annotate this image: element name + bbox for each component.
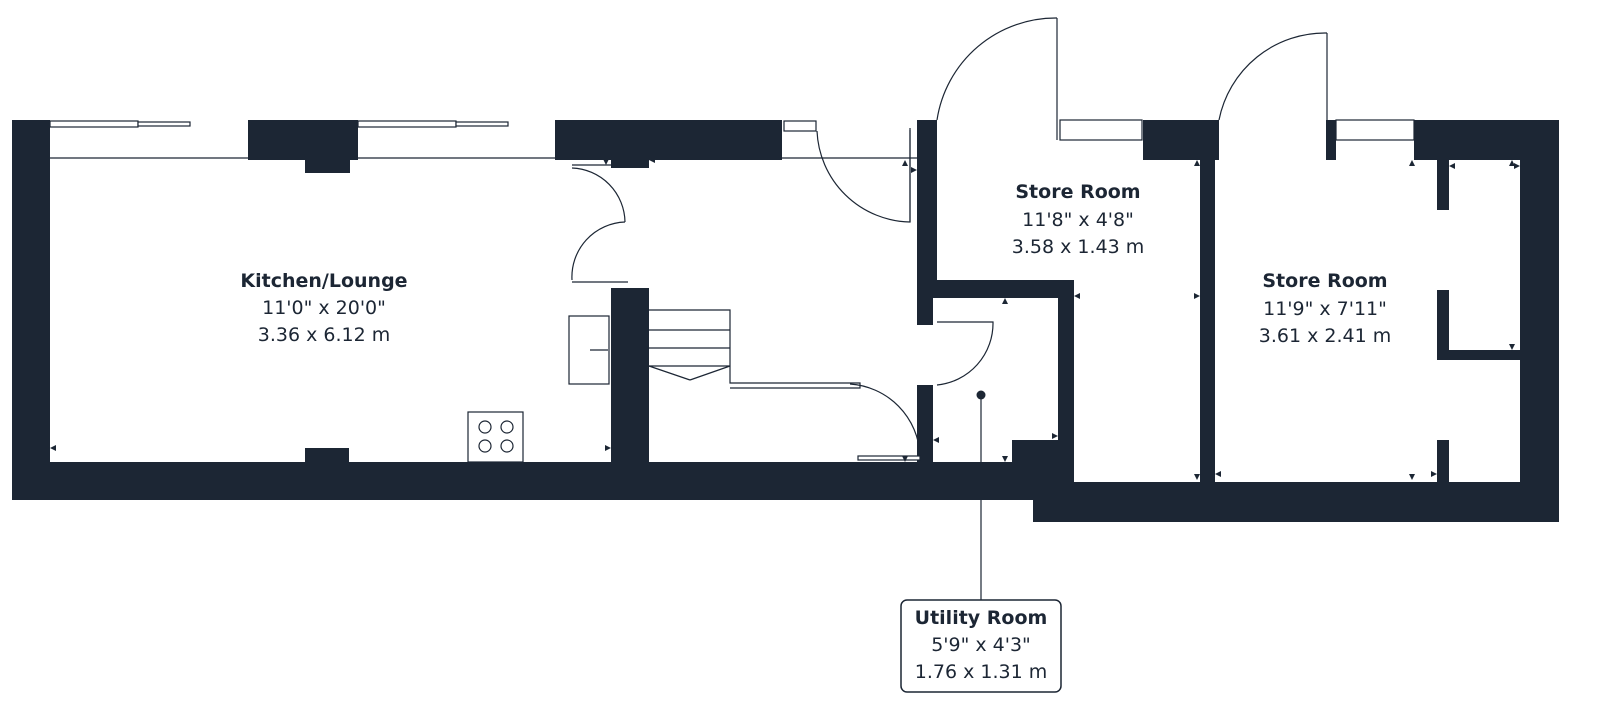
wall-utility-right bbox=[1058, 280, 1074, 485]
wall-top-pier-2 bbox=[555, 120, 782, 160]
wall-utility-left-upper bbox=[917, 295, 933, 325]
marker bbox=[605, 445, 611, 451]
room-dimensions-metric: 3.58 x 1.43 m bbox=[1012, 236, 1144, 258]
room-label-utility: Utility Room 5'9" x 4'3" 1.76 x 1.31 m bbox=[915, 607, 1048, 683]
marker bbox=[1074, 293, 1080, 299]
marker bbox=[649, 157, 655, 163]
wall-top-pier-6 bbox=[1414, 120, 1559, 160]
door-store1-swing bbox=[936, 17, 1058, 121]
wall-utility-corner bbox=[1012, 440, 1060, 485]
window-1 bbox=[49, 120, 139, 128]
stair-winder-1 bbox=[648, 365, 691, 381]
room-dimensions-metric: 1.76 x 1.31 m bbox=[915, 661, 1047, 683]
window-2 bbox=[357, 120, 457, 128]
windows bbox=[49, 119, 1415, 159]
room-label-store-2: Store Room 11'9" x 7'11" 3.61 x 2.41 m bbox=[1259, 270, 1391, 347]
room-name: Kitchen/Lounge bbox=[240, 270, 407, 292]
hob bbox=[467, 411, 524, 463]
fixtures bbox=[467, 315, 610, 463]
interior-walls bbox=[611, 155, 1520, 485]
room-dimensions-imperial: 11'0" x 20'0" bbox=[262, 297, 386, 319]
marker bbox=[1509, 344, 1515, 350]
hob-ring-2 bbox=[500, 420, 514, 434]
marker bbox=[902, 160, 908, 166]
marker bbox=[1431, 471, 1437, 477]
door-kitchen-double-bottom bbox=[571, 221, 626, 281]
marker bbox=[1409, 474, 1415, 480]
wall-store-divider bbox=[1200, 155, 1215, 485]
wall-left bbox=[12, 120, 50, 500]
dimension-markers bbox=[50, 157, 1520, 480]
wall-top-pier-5 bbox=[1326, 120, 1336, 160]
door-kitchen-double-top bbox=[571, 167, 626, 223]
room-dimensions-imperial: 11'8" x 4'8" bbox=[1022, 209, 1134, 231]
room-name: Store Room bbox=[1015, 181, 1140, 203]
callout-box bbox=[900, 599, 1062, 693]
wall-utility-top bbox=[917, 280, 1072, 298]
wall-bottom-step bbox=[1033, 482, 1559, 522]
wall-hall-store1-upper bbox=[917, 155, 937, 295]
marker bbox=[50, 445, 56, 451]
marker bbox=[902, 456, 908, 462]
room-label-store-1: Store Room 11'8" x 4'8" 3.58 x 1.43 m bbox=[1012, 181, 1144, 258]
wall-store2-partition-4 bbox=[1437, 440, 1449, 485]
marker bbox=[911, 167, 917, 173]
marker bbox=[1215, 471, 1221, 477]
wall-store2-partition-3 bbox=[1437, 350, 1520, 360]
door-utility-swing bbox=[936, 321, 994, 386]
wall-right bbox=[1520, 120, 1559, 522]
utility-callout bbox=[900, 390, 1062, 693]
marker bbox=[1002, 456, 1008, 462]
chimney-breast bbox=[305, 155, 350, 173]
marker bbox=[1449, 163, 1455, 169]
wall-kitchen-hall bbox=[611, 288, 649, 464]
hob-ring-1 bbox=[478, 420, 492, 434]
exterior-walls bbox=[12, 120, 1559, 522]
doors bbox=[571, 17, 1328, 461]
room-dimensions-metric: 3.36 x 6.12 m bbox=[258, 324, 390, 346]
stair-outline bbox=[649, 309, 861, 389]
window-4 bbox=[1059, 119, 1143, 141]
wall-top-pier-4 bbox=[1143, 120, 1219, 160]
window-2-sill bbox=[455, 121, 509, 127]
room-name: Store Room bbox=[1262, 270, 1387, 292]
room-label-kitchen: Kitchen/Lounge 11'0" x 20'0" 3.36 x 6.12… bbox=[240, 270, 407, 346]
wall-utility-left-lower bbox=[917, 385, 933, 465]
marker bbox=[1194, 474, 1200, 480]
marker bbox=[1052, 433, 1058, 439]
staircase bbox=[648, 309, 861, 389]
hearth-bottom bbox=[305, 448, 349, 464]
wall-bottom-main bbox=[12, 462, 1047, 500]
wall-store2-partition-1 bbox=[1437, 160, 1449, 210]
room-dimensions-imperial: 11'9" x 7'11" bbox=[1263, 298, 1387, 320]
window-1-sill bbox=[137, 121, 191, 127]
room-dimensions-imperial: 5'9" x 4'3" bbox=[931, 634, 1031, 656]
window-5 bbox=[1335, 119, 1415, 141]
marker bbox=[933, 437, 939, 443]
marker bbox=[1002, 298, 1008, 304]
window-3 bbox=[783, 120, 817, 132]
marker bbox=[603, 159, 609, 165]
door-hall-swing bbox=[816, 130, 911, 223]
stair-winder-2 bbox=[689, 365, 731, 381]
door-hall-bottom-swing bbox=[849, 383, 921, 456]
wall-top-pier-1 bbox=[248, 120, 358, 160]
door-hall-bottom-sill bbox=[857, 455, 921, 461]
marker bbox=[1194, 160, 1200, 166]
marker bbox=[1194, 293, 1200, 299]
wall-store2-partition-2 bbox=[1437, 290, 1449, 360]
room-dimensions-metric: 3.61 x 2.41 m bbox=[1259, 325, 1391, 347]
door-store2-swing bbox=[1218, 32, 1328, 121]
wall-top-pier-3 bbox=[917, 120, 937, 160]
marker bbox=[1409, 160, 1415, 166]
wall-kitchen-stub bbox=[611, 160, 649, 168]
hob-ring-4 bbox=[500, 439, 514, 453]
room-name: Utility Room bbox=[915, 607, 1048, 629]
hob-ring-3 bbox=[478, 439, 492, 453]
marker bbox=[1514, 163, 1520, 169]
marker bbox=[1509, 160, 1515, 166]
